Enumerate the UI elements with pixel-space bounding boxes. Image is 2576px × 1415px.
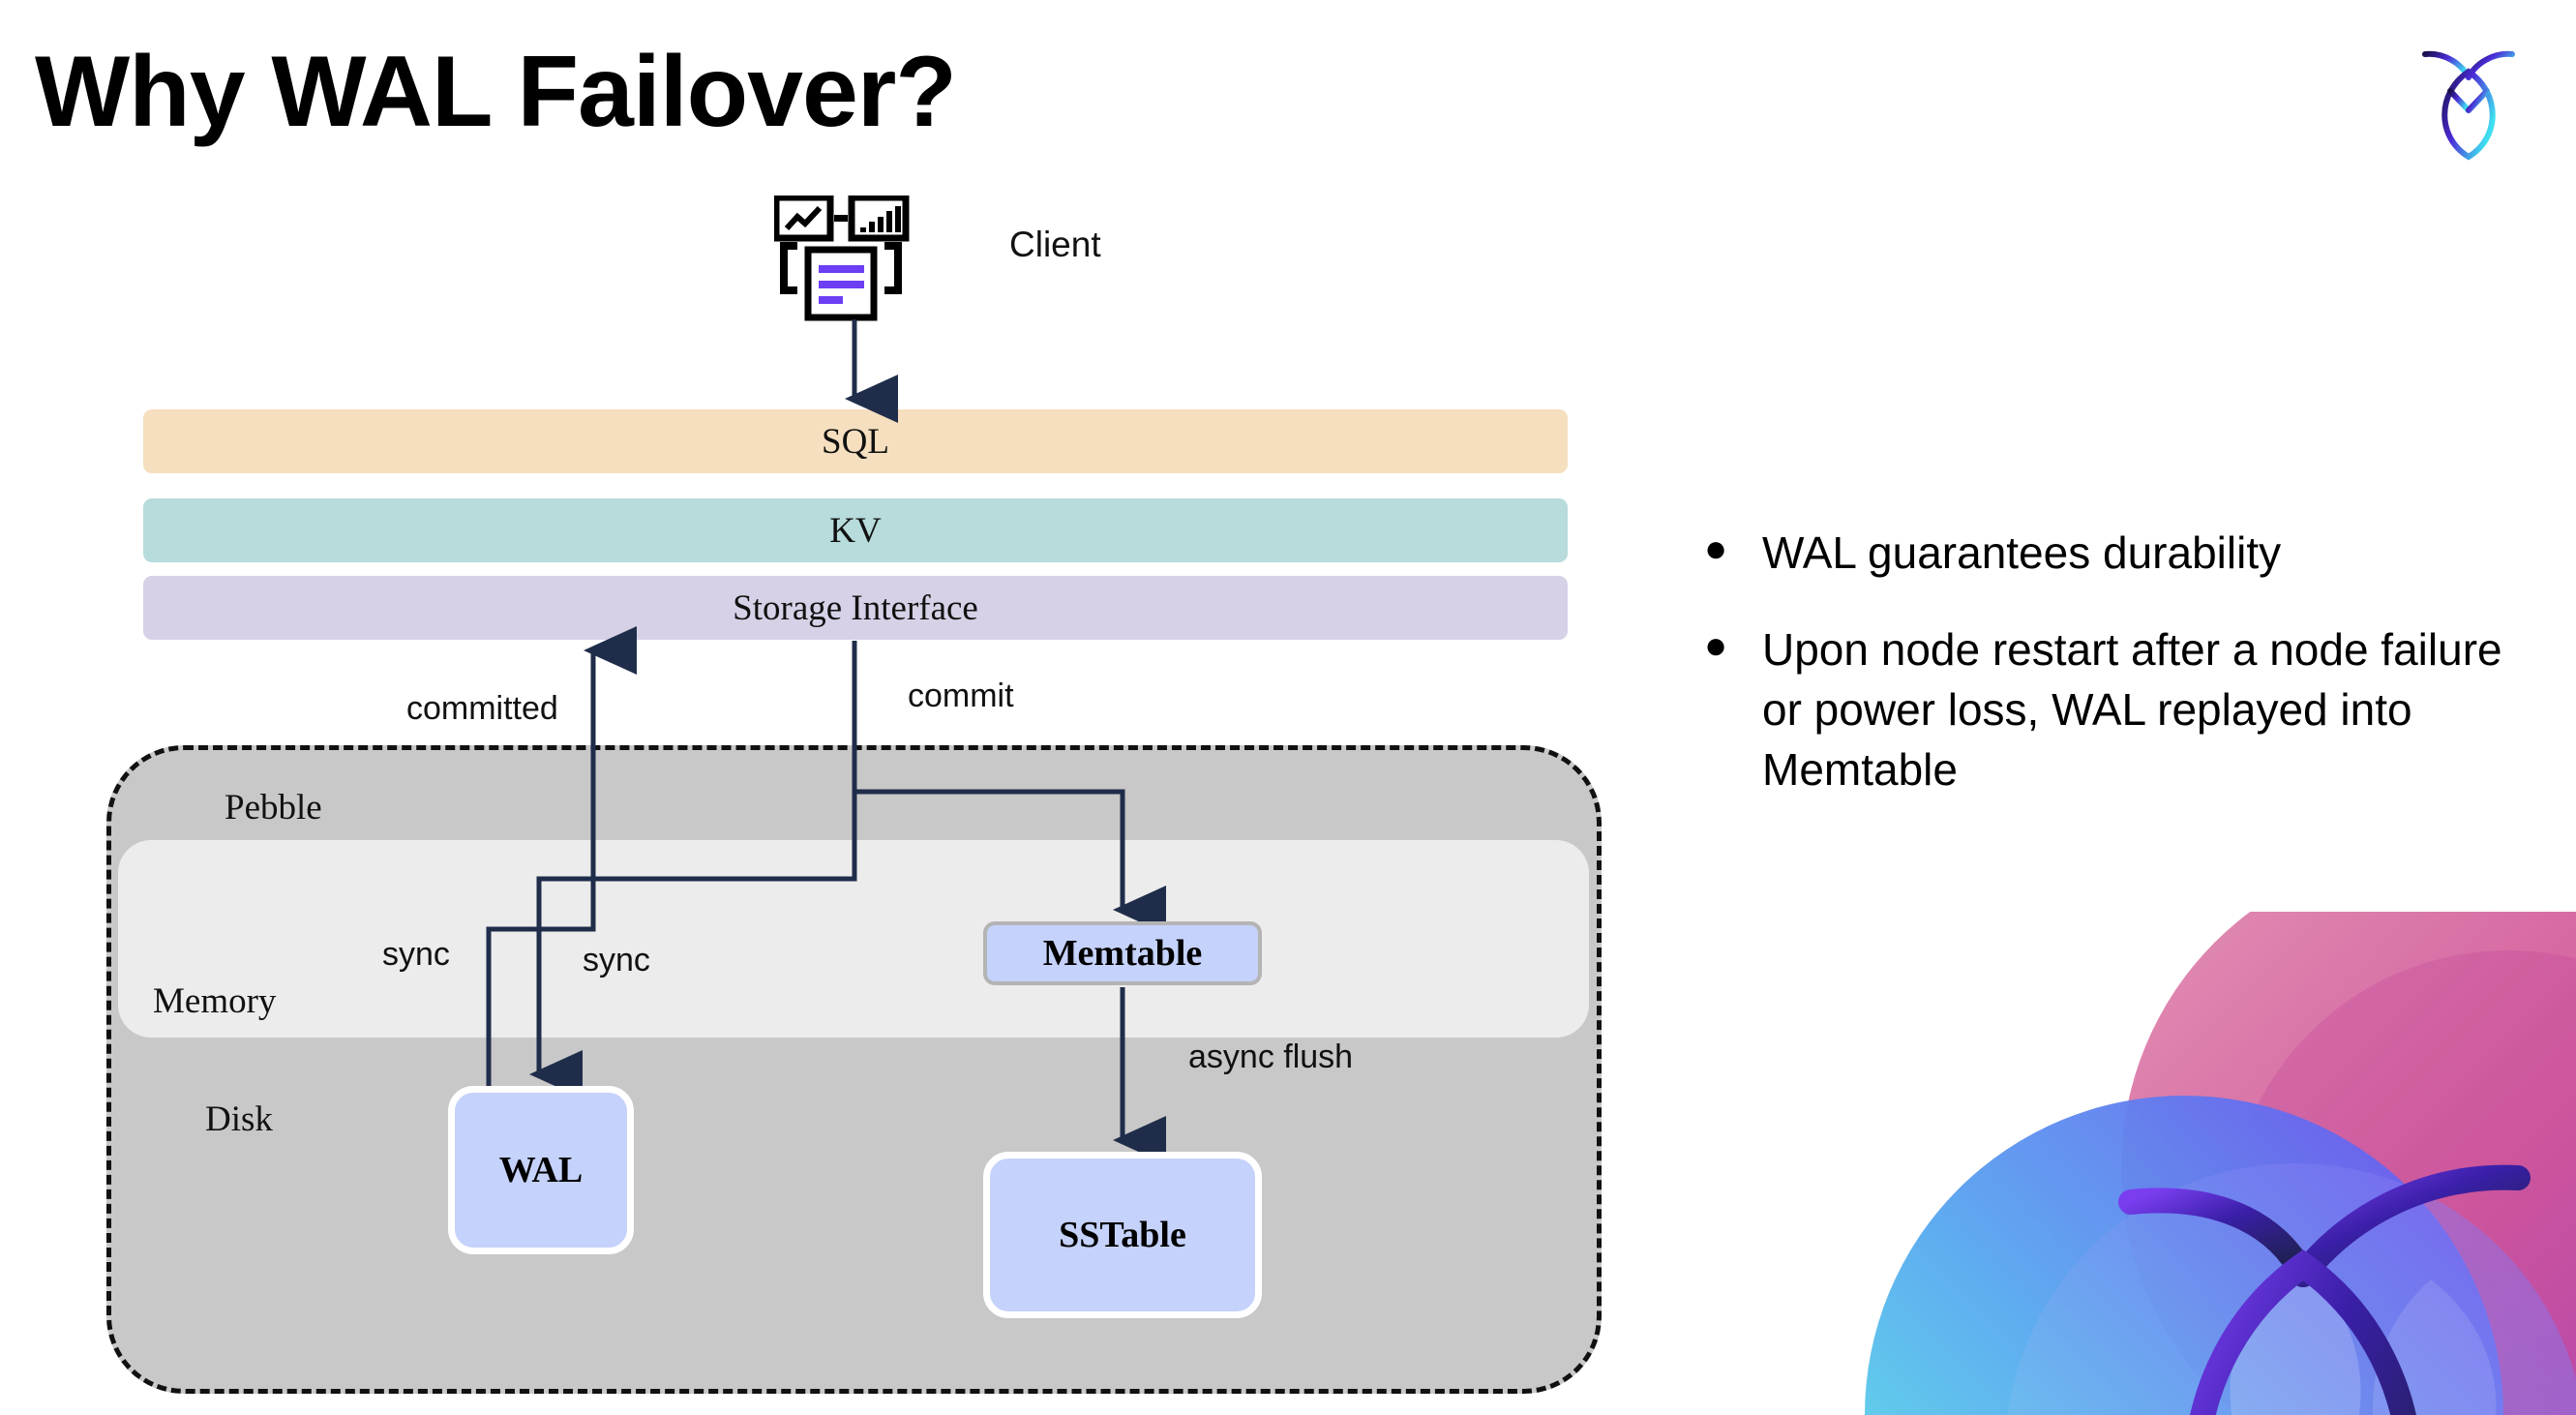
- layer-bar-kv: KV: [143, 498, 1568, 562]
- disk-label: Disk: [205, 1099, 273, 1139]
- node-wal: WAL: [448, 1086, 634, 1254]
- page-title: Why WAL Failover?: [35, 36, 957, 148]
- client-terminal-icon: [772, 194, 929, 321]
- list-item: ● Upon node restart after a node failure…: [1698, 619, 2531, 799]
- cockroachdb-logo: [2415, 39, 2522, 165]
- layer-bar-storage-interface: Storage Interface: [143, 576, 1568, 640]
- edge-label-committed: committed: [406, 690, 558, 727]
- node-sstable-label: SSTable: [1059, 1215, 1186, 1255]
- layer-bar-sql: SQL: [143, 409, 1568, 473]
- memory-label: Memory: [153, 981, 277, 1021]
- node-memtable: Memtable: [983, 921, 1262, 985]
- layer-bar-storage-interface-label: Storage Interface: [733, 587, 978, 628]
- node-sstable: SSTable: [983, 1152, 1262, 1318]
- layer-bar-sql-label: SQL: [822, 421, 889, 462]
- bullet-text: Upon node restart after a node failure o…: [1762, 624, 2502, 796]
- pebble-label: Pebble: [225, 788, 322, 828]
- edge-label-sync-left: sync: [382, 936, 450, 973]
- list-item: ● WAL guarantees durability: [1698, 523, 2531, 583]
- bullet-text: WAL guarantees durability: [1762, 527, 2282, 578]
- bullet-list: ● WAL guarantees durability ● Upon node …: [1698, 523, 2531, 836]
- node-memtable-label: Memtable: [1042, 933, 1203, 974]
- node-wal-label: WAL: [498, 1150, 584, 1190]
- edge-label-sync-right: sync: [583, 942, 650, 978]
- client-label: Client: [1009, 225, 1101, 264]
- bullet-marker-icon: ●: [1704, 624, 1728, 668]
- decorative-gradient-artwork: [1841, 912, 2576, 1415]
- edge-label-commit: commit: [908, 677, 1014, 714]
- architecture-diagram: Client SQL KV Storage Interface Pebble M…: [106, 194, 1602, 1394]
- layer-bar-kv-label: KV: [829, 510, 882, 551]
- edge-label-async-flush: async flush: [1188, 1039, 1354, 1075]
- memory-region: [118, 840, 1589, 1038]
- bullet-marker-icon: ●: [1704, 527, 1728, 570]
